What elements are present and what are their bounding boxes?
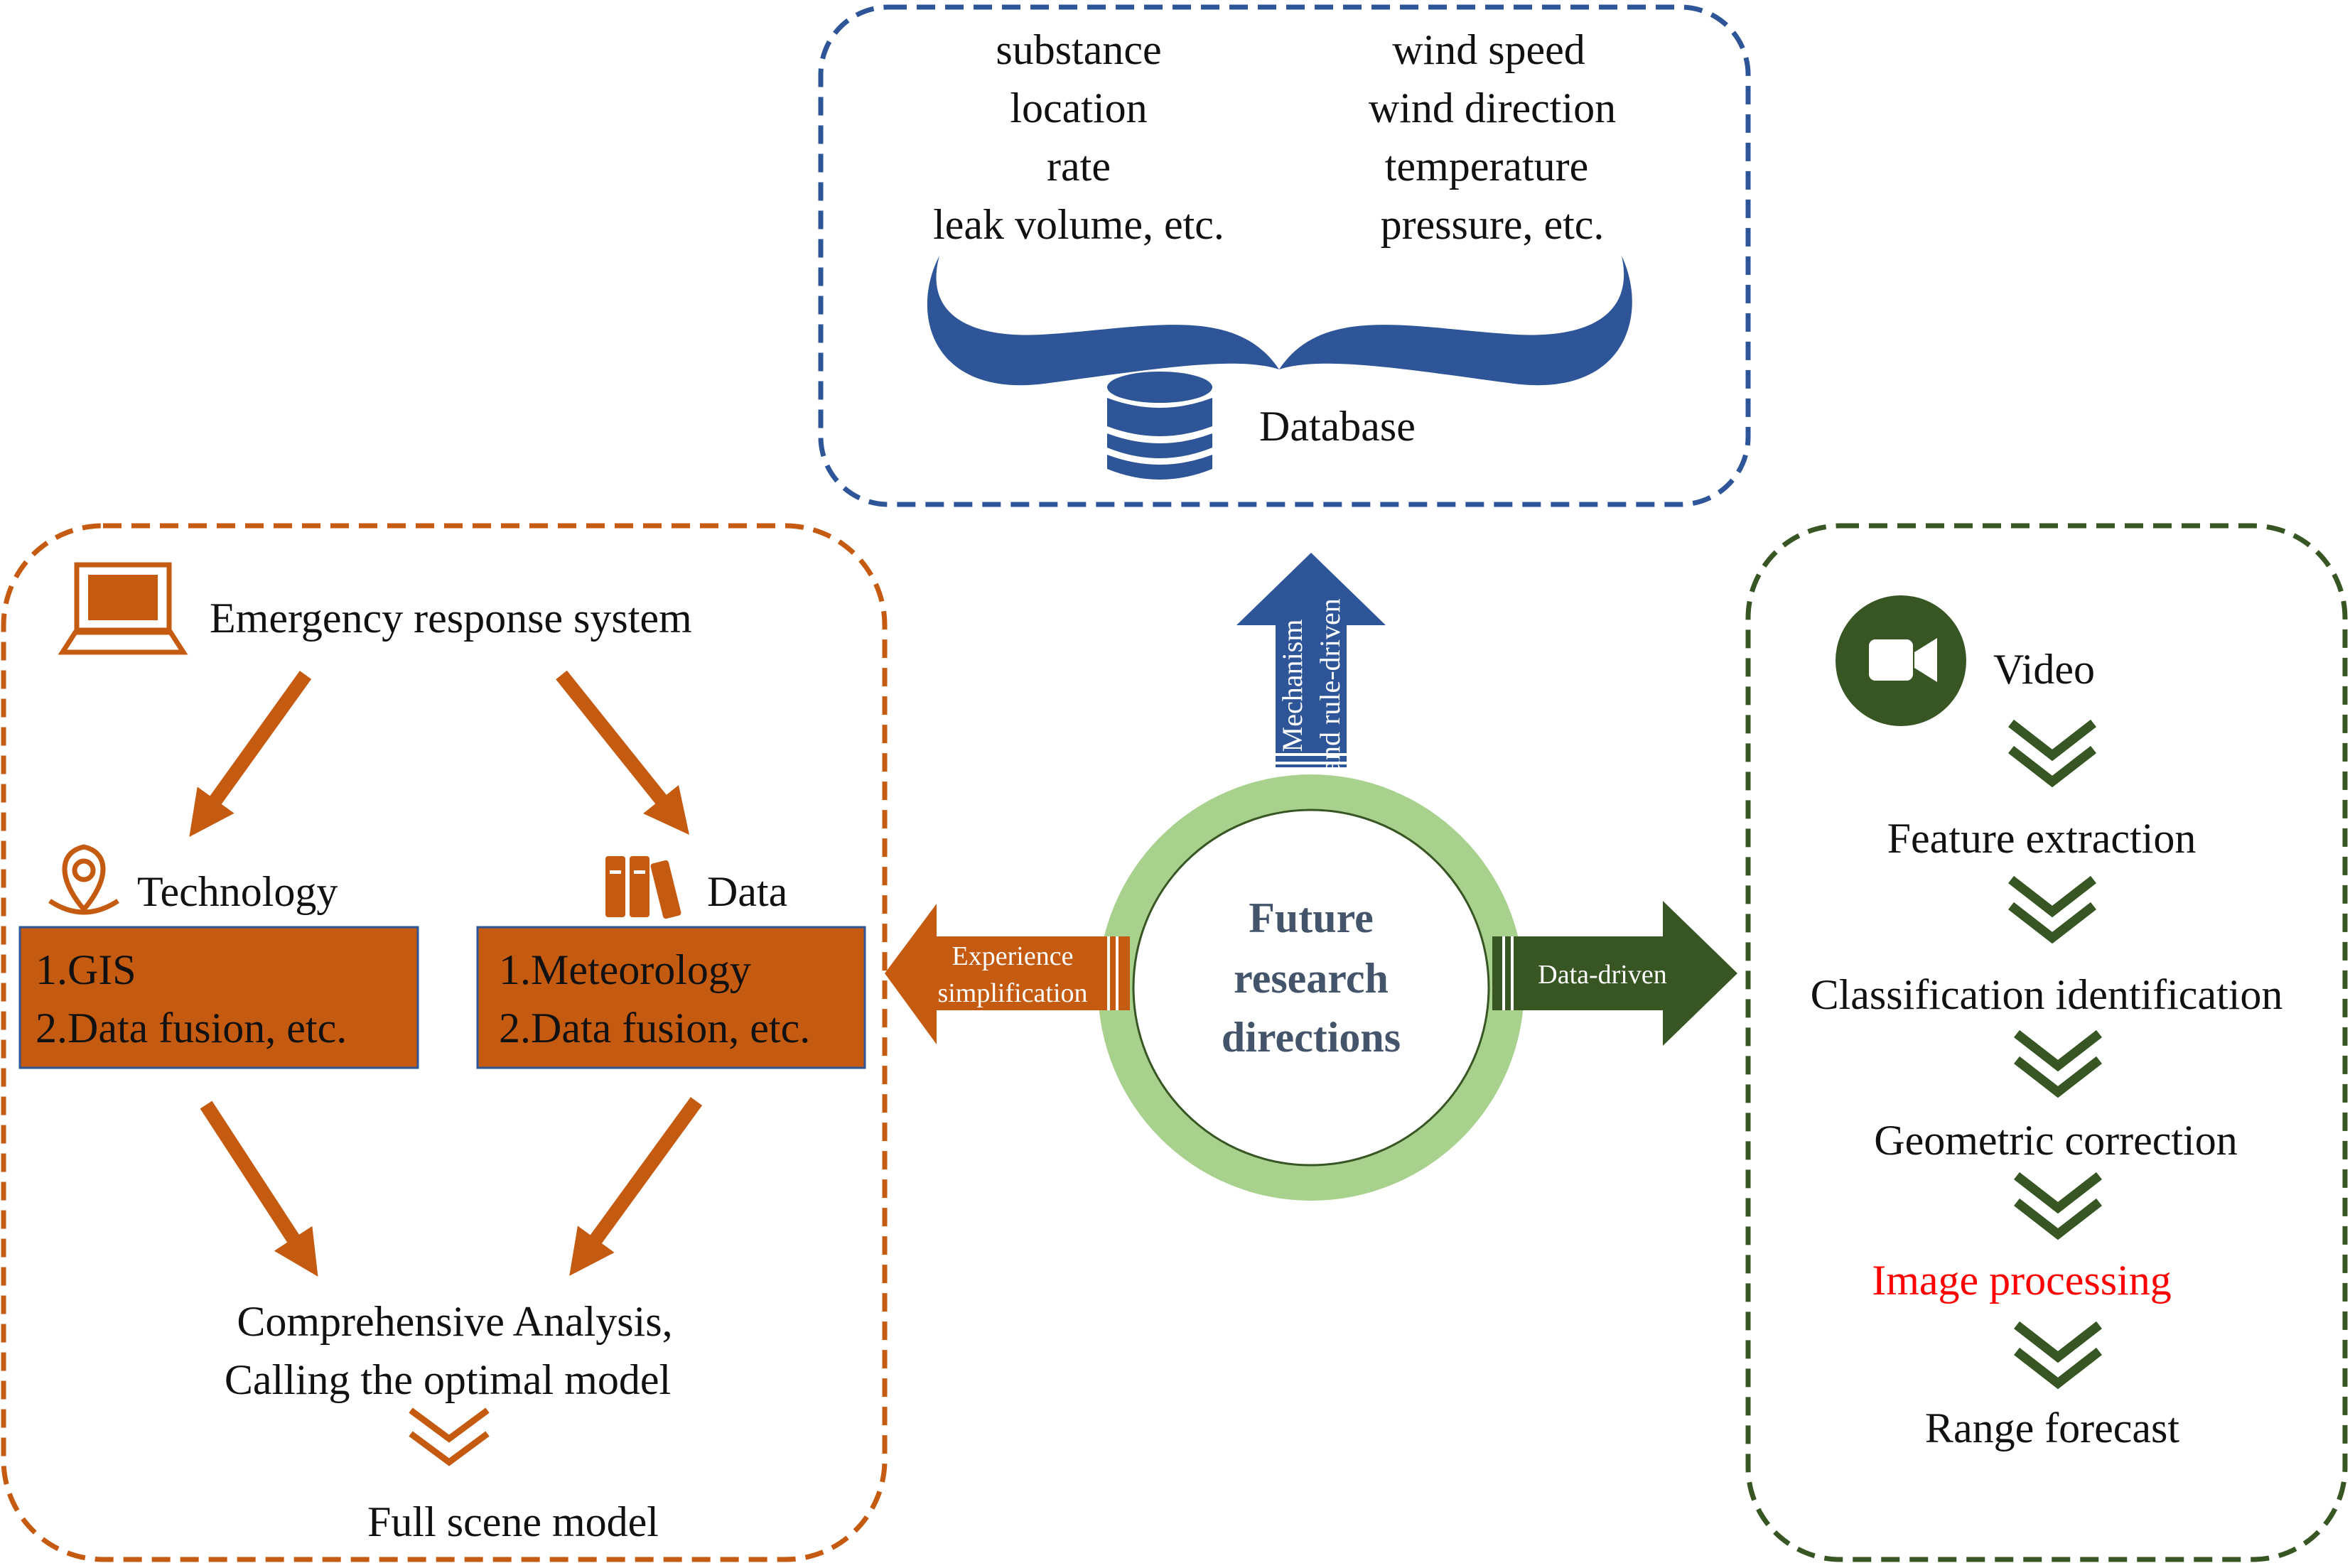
flow-arrow <box>189 671 312 837</box>
flow-arrow <box>556 670 689 835</box>
center-title: Future research directions <box>1222 894 1401 1061</box>
experience-arrow: Experience simplification <box>885 904 1130 1044</box>
double-chevron-icon <box>2008 719 2096 762</box>
technology-box <box>18 926 419 1069</box>
step-geometric-correction: Geometric correction <box>1874 1117 2237 1164</box>
database-item: location <box>1010 85 1147 131</box>
database-left-list: substance location rate leak volume, etc… <box>933 26 1224 248</box>
double-chevron-icon <box>2014 1172 2102 1214</box>
double-chevron-icon <box>2008 745 2096 788</box>
double-chevron-icon <box>2014 1029 2102 1072</box>
database-panel <box>818 4 1751 507</box>
double-chevron-icon <box>2014 1056 2102 1098</box>
mechanism-arrow: Mechanism and rule-driven <box>1236 553 1386 773</box>
mechanism-arrow-label: Mechanism <box>1276 620 1308 752</box>
data-driven-arrow-label: Data-driven <box>1538 960 1666 990</box>
data-item: 2.Data fusion, etc. <box>499 1005 810 1051</box>
double-chevron-icon <box>2008 875 2096 918</box>
analysis-text: Comprehensive Analysis, <box>237 1298 672 1345</box>
experience-arrow-label: simplification <box>937 978 1087 1008</box>
experience-arrow-label: Experience <box>952 941 1074 971</box>
flow-arrow <box>200 1101 318 1277</box>
double-chevron-icon <box>409 1407 490 1466</box>
curly-brace <box>927 256 1632 386</box>
video-panel <box>1745 523 2348 1562</box>
database-item: temperature <box>1385 143 1589 190</box>
database-right-list: wind speed wind direction temperature pr… <box>1369 26 1616 248</box>
emergency-title: Emergency response system <box>210 595 692 642</box>
double-chevron-icon <box>2014 1321 2102 1363</box>
flow-arrow <box>569 1097 703 1276</box>
step-chevrons <box>2008 719 2102 1390</box>
emergency-panel <box>1 523 888 1562</box>
database-item: substance <box>996 26 1161 73</box>
step-image-processing: Image processing <box>1872 1257 2172 1304</box>
step-feature-extraction: Feature extraction <box>1887 815 2197 862</box>
step-classification-identification: Classification identification <box>1811 971 2283 1018</box>
center-title-line: research <box>1234 955 1389 1002</box>
database-item: wind direction <box>1369 85 1616 131</box>
video-steps: Feature extraction Classification identi… <box>1811 815 2283 1451</box>
data-label: Data <box>707 868 787 915</box>
double-chevron-icon <box>2014 1347 2102 1390</box>
technology-item: 1.GIS <box>36 946 136 993</box>
center-title-line: Future <box>1249 894 1374 941</box>
database-item: leak volume, etc. <box>933 201 1224 248</box>
database-item: wind speed <box>1392 26 1585 73</box>
double-chevron-icon <box>2014 1198 2102 1240</box>
laptop-icon <box>58 562 188 655</box>
video-camera-icon <box>1836 595 1966 726</box>
database-icon <box>1107 372 1212 480</box>
analysis-text: Calling the optimal model <box>225 1356 671 1403</box>
database-item: rate <box>1047 143 1111 190</box>
database-item: pressure, etc. <box>1381 201 1605 248</box>
double-chevron-icon <box>2008 902 2096 944</box>
full-scene-model: Full scene model <box>367 1498 659 1545</box>
video-title: Video <box>1993 646 2095 693</box>
technology-item: 2.Data fusion, etc. <box>36 1005 347 1051</box>
technology-label: Technology <box>137 868 338 915</box>
step-range-forecast: Range forecast <box>1925 1405 2179 1451</box>
data-driven-arrow: Data-driven <box>1492 901 1737 1046</box>
database-label: Database <box>1259 403 1416 450</box>
data-item: 1.Meteorology <box>499 946 751 993</box>
center-title-line: directions <box>1222 1014 1401 1061</box>
research-core <box>1132 809 1490 1167</box>
location-pin-icon <box>48 844 119 915</box>
books-icon <box>605 856 681 919</box>
mechanism-arrow-label: and rule-driven <box>1314 598 1346 772</box>
data-box <box>476 926 866 1069</box>
